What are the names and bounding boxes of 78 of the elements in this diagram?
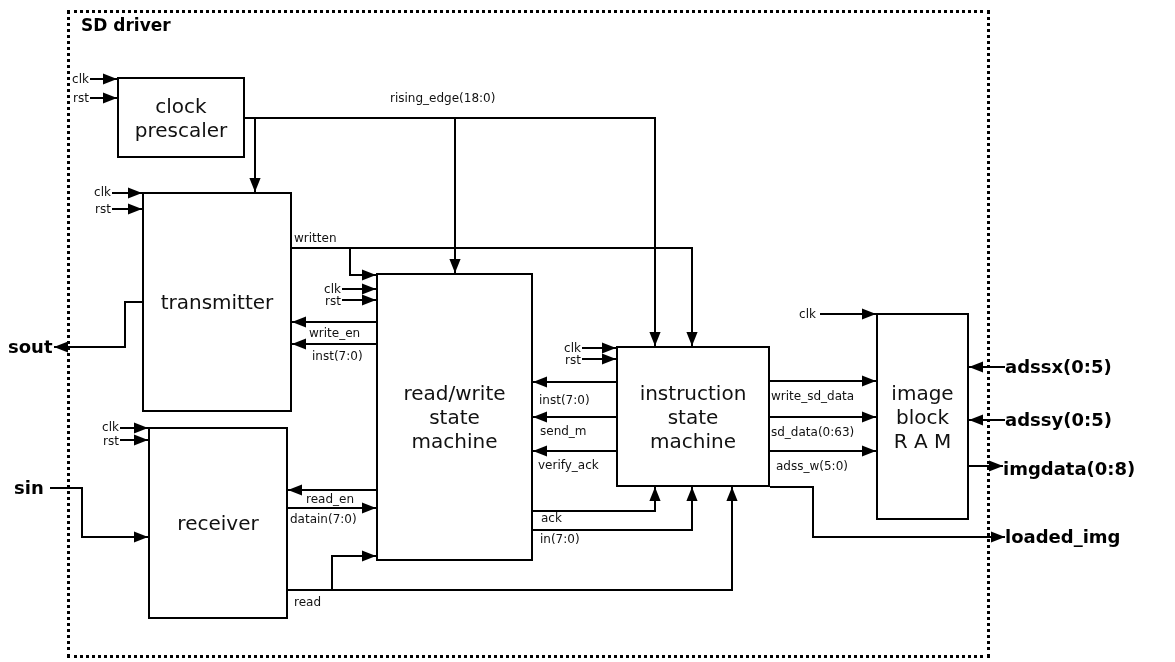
signal-label: rst — [95, 202, 111, 216]
signal-arrow — [287, 486, 738, 591]
block-label: read/write state machine — [402, 381, 507, 453]
block-label: image block R A M — [890, 380, 955, 453]
signal-label: read — [294, 595, 322, 609]
block-box — [148, 427, 288, 619]
signal-label: clk — [94, 185, 111, 199]
signal-arrow — [119, 434, 149, 446]
port-label: loaded_img — [1005, 526, 1145, 548]
signal-label: inst(7:0) — [312, 349, 363, 363]
block-label: receiver — [177, 511, 259, 535]
port-label: adssx(0:5) — [1005, 356, 1117, 378]
signal-arrow — [291, 316, 377, 328]
signal-arrow — [119, 422, 149, 434]
signal-label: written — [294, 231, 337, 245]
block-label: instruction state machine — [638, 380, 748, 453]
signal-label: write_sd_data — [771, 389, 855, 403]
signal-label: inst(7:0) — [539, 393, 590, 407]
signal-arrow — [287, 502, 377, 514]
signal-arrow — [532, 376, 617, 388]
signal-arrow — [89, 92, 118, 104]
signal-arrow — [968, 460, 1004, 472]
block-box — [376, 273, 533, 561]
frame-title: SD driver — [81, 15, 171, 35]
signal-label: rst — [103, 434, 119, 448]
signal-arrow — [341, 294, 377, 306]
signal-label: clk — [564, 341, 581, 355]
signal-arrow — [769, 411, 877, 423]
block-label: transmitter — [160, 290, 274, 314]
signal-arrow — [769, 375, 877, 387]
signal-arrow — [581, 342, 617, 354]
block-box — [117, 77, 245, 158]
signal-arrow — [89, 73, 118, 85]
signal-label: rising_edge(18:0) — [390, 91, 496, 105]
signal-label: clk — [324, 282, 341, 296]
signal-label: datain(7:0) — [290, 512, 357, 526]
port-label: sin — [14, 477, 50, 499]
signal-arrow — [532, 486, 698, 531]
port-label: adssy(0:5) — [1005, 409, 1117, 431]
signal-arrow — [49, 487, 149, 543]
signal-arrow — [341, 283, 377, 295]
signal-arrow — [532, 411, 617, 423]
signal-label: rst — [565, 353, 581, 367]
signal-label: rst — [325, 294, 341, 308]
signal-label: clk — [102, 420, 119, 434]
signal-arrow — [244, 117, 661, 347]
signal-label: clk — [799, 307, 816, 321]
signal-arrow — [581, 353, 617, 365]
signal-label: read_en — [306, 492, 354, 506]
signal-arrow — [111, 187, 143, 199]
frame-boundary — [67, 10, 990, 658]
signal-arrow — [53, 301, 143, 353]
signal-label: in(7:0) — [540, 532, 580, 546]
signal-arrow — [819, 308, 877, 320]
block-label: clock prescaler — [133, 93, 229, 142]
signal-arrow — [291, 247, 698, 347]
signal-arrow — [968, 414, 1006, 426]
signal-label: ack — [541, 511, 562, 525]
signal-arrow — [769, 445, 877, 457]
signal-arrow — [769, 486, 1006, 543]
signal-label: write_en — [309, 326, 361, 340]
signal-arrow — [532, 445, 617, 457]
signal-arrow — [532, 486, 661, 512]
signal-arrow — [111, 203, 143, 215]
signal-label: send_m — [540, 424, 587, 438]
block-box — [142, 192, 292, 412]
signal-arrow — [287, 484, 377, 496]
port-label: imgdata(0:8) — [1003, 458, 1135, 480]
signal-label: adss_w(5:0) — [776, 459, 848, 473]
port-label: sout — [8, 336, 54, 358]
signal-label: verify_ack — [538, 458, 599, 472]
signal-label: rst — [73, 91, 89, 105]
signal-label: sd_data(0:63) — [771, 425, 855, 439]
block-box — [616, 346, 770, 487]
signal-label: clk — [72, 72, 89, 86]
signal-arrow — [291, 338, 377, 350]
signal-arrow — [968, 361, 1006, 373]
block-box — [876, 313, 969, 520]
